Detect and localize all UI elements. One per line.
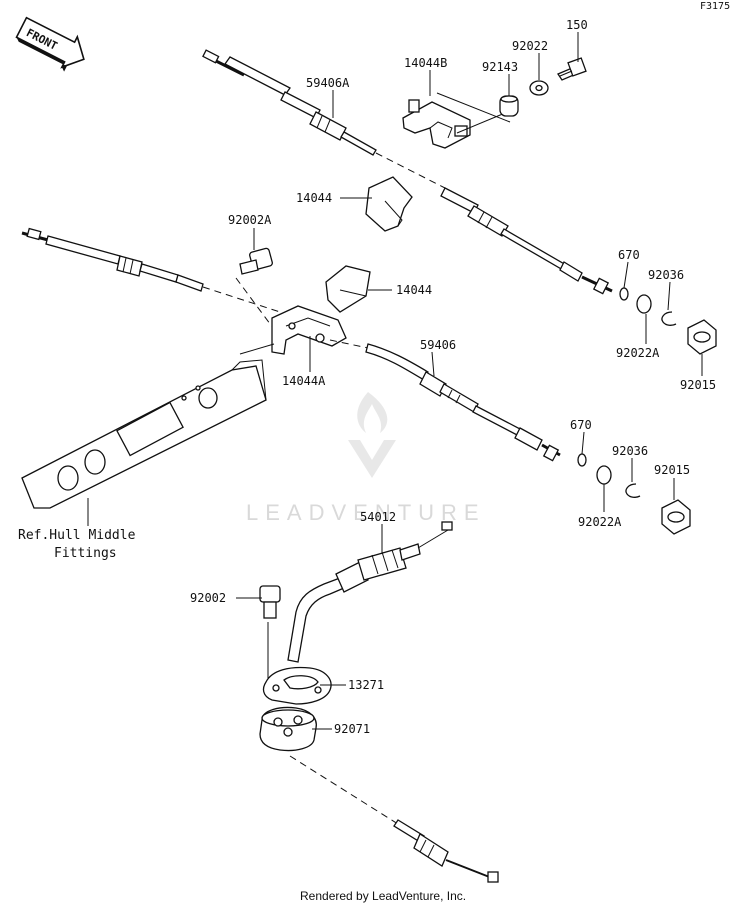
label-14044-top: 14044	[296, 191, 332, 205]
washer-92022a-bot	[596, 465, 612, 485]
label-14044-mid: 14044	[396, 283, 432, 297]
label-92015-top: 92015	[680, 378, 716, 392]
label-92036-bot: 92036	[612, 444, 648, 458]
label-92022: 92022	[512, 39, 548, 53]
hull-plate	[21, 343, 275, 509]
label-54012: 54012	[360, 510, 396, 524]
bushing-92143	[499, 95, 519, 117]
label-92022a-top: 92022A	[616, 346, 660, 360]
cable-left	[21, 227, 281, 313]
o-ring-670-bot	[577, 453, 587, 467]
nut-92015-bot	[661, 499, 691, 535]
reference-line-1: Ref.Hull Middle	[18, 528, 136, 543]
label-92022a-bot: 92022A	[578, 515, 622, 529]
label-92002a: 92002A	[228, 213, 272, 227]
leader-lines	[87, 32, 703, 730]
cover-14044-mid	[325, 265, 371, 313]
cable-54012	[287, 521, 453, 663]
cover-14044-top	[365, 176, 413, 232]
label-92143: 92143	[482, 60, 518, 74]
washer-92022	[529, 80, 549, 96]
label-92036-top: 92036	[648, 268, 684, 282]
callout-labels: 150 92022 92143 14044B 59406A 14044 9200…	[190, 18, 716, 736]
bracket-14044b	[402, 92, 511, 149]
cable-lower	[289, 755, 499, 883]
label-59406: 59406	[420, 338, 456, 352]
label-13271: 13271	[348, 678, 384, 692]
label-92071: 92071	[334, 722, 370, 736]
bolt-150	[557, 57, 587, 81]
label-670-top: 670	[618, 248, 640, 262]
nut-92015-top	[687, 319, 717, 355]
watermark-text: LEADVENTURE	[246, 500, 486, 525]
o-ring-670-top	[619, 287, 629, 301]
label-14044a: 14044A	[282, 374, 326, 388]
cable-59406a	[202, 49, 613, 295]
clip-92036-bot	[625, 483, 641, 498]
label-59406a: 59406A	[306, 76, 350, 90]
plate-13271	[262, 666, 332, 705]
front-arrow-icon: FRONT	[15, 16, 85, 72]
footer-credit: Rendered by LeadVenture, Inc.	[300, 889, 466, 903]
label-92002: 92002	[190, 591, 226, 605]
label-92015-bot: 92015	[654, 463, 690, 477]
clip-92036-top	[661, 311, 677, 326]
figure-code: F3175	[700, 1, 730, 12]
grommet-92071	[259, 706, 317, 752]
reference-line-2: Fittings	[54, 546, 117, 561]
washer-92022a-top	[636, 294, 652, 314]
label-670-bot: 670	[570, 418, 592, 432]
label-14044b: 14044B	[404, 56, 447, 70]
watermark-logo	[348, 392, 396, 478]
label-150: 150	[566, 18, 588, 32]
bracket-14044a	[271, 305, 347, 355]
cable-59406	[329, 339, 561, 462]
